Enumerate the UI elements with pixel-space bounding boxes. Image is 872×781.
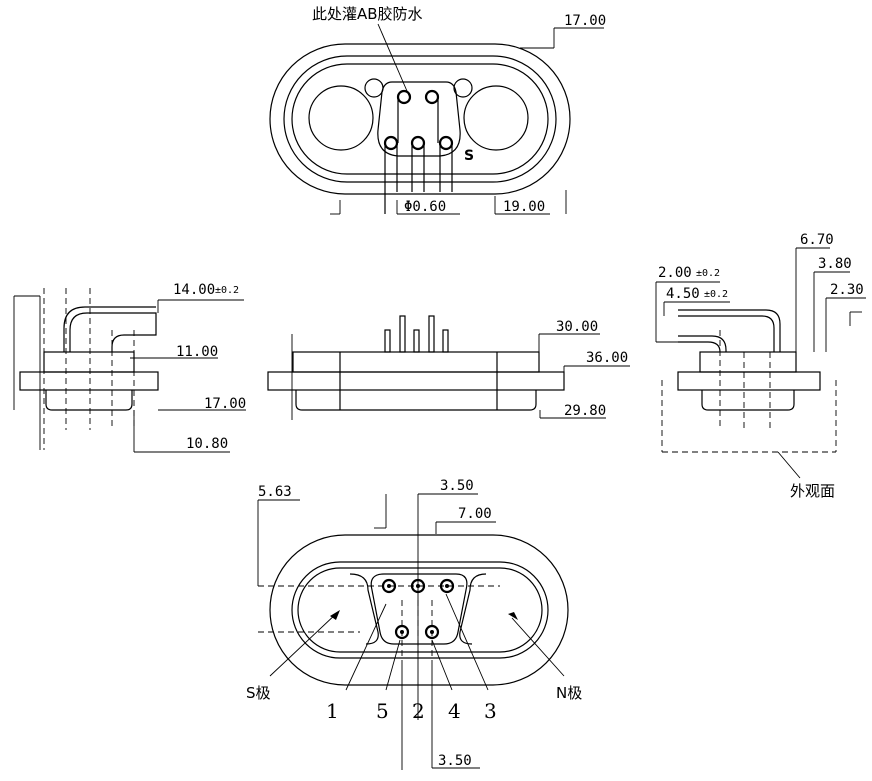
left-side-view: 14.00 ±0.2 11.00 17.00 10.80 (13, 282, 246, 453)
dim-terminal-height: 14.00 (173, 282, 215, 298)
pin-number-4: 4 (448, 699, 461, 723)
top-view: 此处灌AB胶防水 S 17.00 Φ0 (269, 5, 606, 215)
bent-terminal (678, 315, 775, 352)
body-bottom (295, 390, 537, 411)
s-mark: S (464, 148, 474, 164)
dim-length: 17.00 (564, 13, 606, 29)
front-view: 30.00 36.00 29.80 (267, 315, 630, 420)
pins (384, 315, 449, 353)
outer-housing (269, 534, 569, 686)
flange (267, 371, 565, 391)
dim-bend: 4.50 (666, 286, 700, 302)
bent-terminal (678, 341, 721, 353)
pin (410, 135, 426, 151)
bottom-view: 5.63 3.50 7.00 3.50 S极 N极 1 5 2 4 3 (246, 478, 582, 770)
mount-hole (453, 78, 473, 98)
pin (424, 89, 440, 105)
dim-flange-width: 36.00 (586, 350, 628, 366)
dim-flange: 17.00 (204, 396, 246, 412)
housing-inner (291, 63, 549, 175)
dim-body: 10.80 (186, 436, 228, 452)
pin-island (370, 573, 468, 645)
bent-terminal (63, 306, 156, 352)
pin (396, 89, 412, 105)
dim-pitch-x: 3.50 (440, 478, 474, 494)
magnet-right (463, 85, 529, 151)
dim-body-width: 30.00 (556, 319, 598, 335)
dim-base: 11.00 (176, 344, 218, 360)
dim-offset: 19.00 (503, 199, 545, 215)
dim-height-2: 3.80 (818, 256, 852, 272)
pin-number-5: 5 (376, 699, 389, 723)
arrowhead (330, 610, 340, 620)
flange (19, 371, 159, 391)
dim-bottom-width: 29.80 (564, 403, 606, 419)
dim-pin-pitch: 2.00 (658, 265, 692, 281)
right-side-view: 2.00 ±0.2 4.50 ±0.2 6.70 3.80 2.30 外观面 (655, 232, 866, 500)
bent-terminal (678, 309, 781, 352)
bent-terminal (678, 335, 727, 352)
inner-cavity-rim (297, 567, 543, 653)
pin-number-1: 1 (326, 699, 339, 723)
arrowhead (508, 612, 518, 620)
s-pole-label: S极 (246, 684, 271, 702)
magnet-left (308, 85, 374, 151)
n-pole-label: N极 (556, 684, 582, 702)
dim-pitch-y: 3.50 (438, 753, 472, 769)
pin-number-3: 3 (484, 699, 497, 723)
body-top (292, 351, 540, 373)
dim-height-3: 2.30 (830, 282, 864, 298)
body-bottom (701, 390, 795, 411)
bent-terminal (69, 312, 157, 352)
glue-pocket (377, 81, 461, 157)
pin-number-2: 2 (412, 699, 425, 723)
pin (438, 135, 454, 151)
leader-line (377, 23, 411, 99)
flange (677, 371, 821, 391)
dim-height-1: 6.70 (800, 232, 834, 248)
n-pole-edge (459, 573, 487, 645)
outer-housing (269, 43, 571, 195)
inner-cavity (291, 561, 549, 659)
s-pole-edge (349, 573, 379, 645)
appearance-surface-label: 外观面 (790, 482, 835, 500)
ab-glue-note: 此处灌AB胶防水 (312, 5, 423, 23)
dim-terminal-height-tol: ±0.2 (215, 285, 239, 296)
dim-span: 7.00 (458, 506, 492, 522)
dim-pin-pitch-tol: ±0.2 (696, 268, 720, 279)
mount-hole (364, 78, 384, 98)
body-bottom (45, 390, 133, 411)
dim-pin-diameter: Φ0.60 (404, 199, 446, 215)
pin (383, 135, 399, 151)
body-top (699, 351, 797, 373)
dim-bend-tol: ±0.2 (704, 289, 728, 300)
housing-rim (283, 55, 557, 183)
dim-pad: 5.63 (258, 484, 292, 500)
body-top (43, 351, 135, 373)
